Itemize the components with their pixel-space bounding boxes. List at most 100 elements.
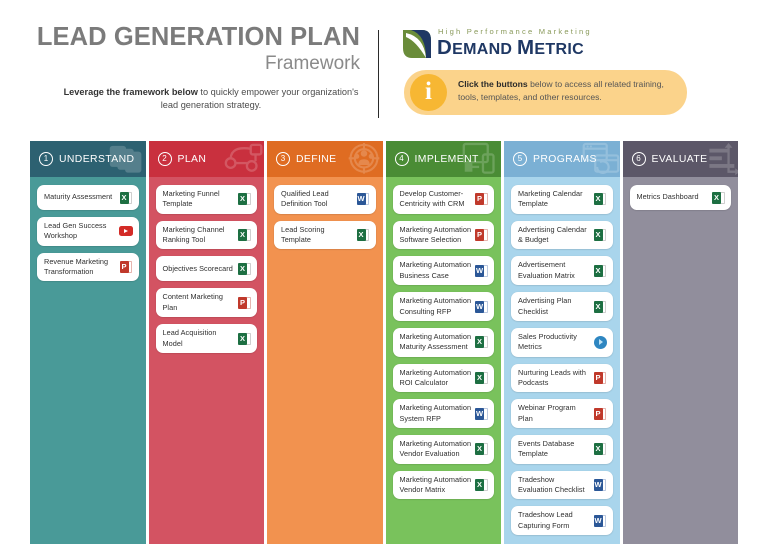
powerpoint-file-icon[interactable]: P: [238, 296, 251, 309]
resource-card[interactable]: Maturity Assessment X: [37, 185, 139, 210]
page-header: LEAD GENERATION PLAN Framework Leverage …: [0, 0, 768, 140]
file-page-shape: [127, 261, 132, 274]
logo-mark-icon: [402, 29, 432, 59]
video-circle-icon[interactable]: [593, 335, 607, 349]
word-file-icon[interactable]: W: [356, 193, 370, 206]
powerpoint-file-icon[interactable]: P: [475, 193, 488, 206]
title-block: LEAD GENERATION PLAN Framework: [30, 23, 360, 75]
word-file-icon[interactable]: W: [593, 514, 607, 527]
excel-file-icon[interactable]: X: [593, 229, 607, 242]
resource-card[interactable]: Marketing Automation Maturity Assessment…: [392, 327, 494, 357]
resource-card[interactable]: Content Marketing Plan P: [155, 288, 257, 318]
column-title: EVALUATE: [651, 153, 708, 165]
resource-label: Lead Acquisition Model: [162, 328, 217, 348]
resource-label: Maturity Assessment: [44, 192, 113, 202]
file-type-letter: W: [593, 514, 603, 527]
resource-label: Marketing Automation Software Selection: [399, 224, 472, 245]
excel-file-icon[interactable]: X: [593, 443, 607, 456]
file-page-shape: [483, 193, 488, 206]
word-file-icon[interactable]: W: [475, 264, 488, 277]
excel-file-icon[interactable]: X: [593, 193, 607, 206]
column-title: DEFINE: [296, 153, 337, 165]
resource-label: Marketing Automation ROI Calculator: [399, 367, 472, 387]
column-header-implement[interactable]: 4 IMPLEMENT: [385, 141, 501, 177]
info-icon: i: [410, 74, 447, 111]
resource-label: Content Marketing Plan: [162, 292, 223, 312]
excel-file-icon[interactable]: X: [356, 229, 370, 242]
column-title: UNDERSTAND: [59, 153, 135, 165]
excel-file-icon[interactable]: X: [238, 262, 251, 275]
youtube-video-icon[interactable]: [118, 226, 133, 237]
file-type-letter: W: [593, 479, 603, 492]
info-callout-bold: Click the buttons: [458, 79, 528, 89]
resource-card[interactable]: Sales Productivity Metrics: [511, 327, 613, 357]
column-title: IMPLEMENT: [414, 153, 479, 165]
word-file-icon[interactable]: W: [593, 479, 607, 492]
excel-file-icon[interactable]: X: [475, 336, 488, 349]
excel-file-icon[interactable]: X: [475, 371, 488, 384]
excel-file-icon[interactable]: X: [475, 443, 488, 456]
powerpoint-file-icon[interactable]: P: [119, 261, 133, 274]
excel-file-icon[interactable]: X: [593, 300, 607, 313]
powerpoint-file-icon[interactable]: P: [593, 371, 607, 384]
file-type-letter: P: [593, 371, 603, 384]
workflow-icon: [222, 142, 264, 176]
info-callout-rest: below to access all related training, to…: [458, 79, 664, 103]
logo-tagline: High Performance Marketing: [438, 27, 592, 36]
word-file-icon[interactable]: W: [475, 300, 488, 313]
word-file-icon[interactable]: W: [475, 407, 488, 420]
excel-file-icon[interactable]: X: [119, 191, 133, 204]
file-type-letter: X: [475, 336, 484, 349]
header-divider: [378, 30, 379, 118]
excel-file-icon[interactable]: X: [238, 332, 251, 345]
excel-file-icon[interactable]: X: [238, 229, 251, 242]
target-people-icon: [341, 142, 383, 176]
file-type-letter: X: [712, 191, 721, 204]
powerpoint-file-icon[interactable]: P: [475, 229, 488, 242]
resource-card[interactable]: Lead Gen Success Workshop: [37, 217, 139, 246]
column-number-badge: 4: [394, 152, 409, 166]
excel-file-icon[interactable]: X: [593, 264, 607, 277]
excel-file-icon[interactable]: X: [712, 191, 725, 204]
excel-file-icon[interactable]: X: [475, 479, 488, 492]
powerpoint-file-icon[interactable]: P: [593, 407, 607, 420]
excel-file-icon[interactable]: X: [238, 193, 251, 206]
resource-card[interactable]: Lead Acquisition Model X: [155, 324, 257, 353]
resource-label: Marketing Automation Business Case: [399, 260, 472, 280]
column-body-understand: Maturity Assessment X Lead Gen Success Wor…: [30, 177, 146, 544]
file-type-letter: P: [238, 296, 247, 309]
file-type-letter: X: [119, 191, 129, 204]
